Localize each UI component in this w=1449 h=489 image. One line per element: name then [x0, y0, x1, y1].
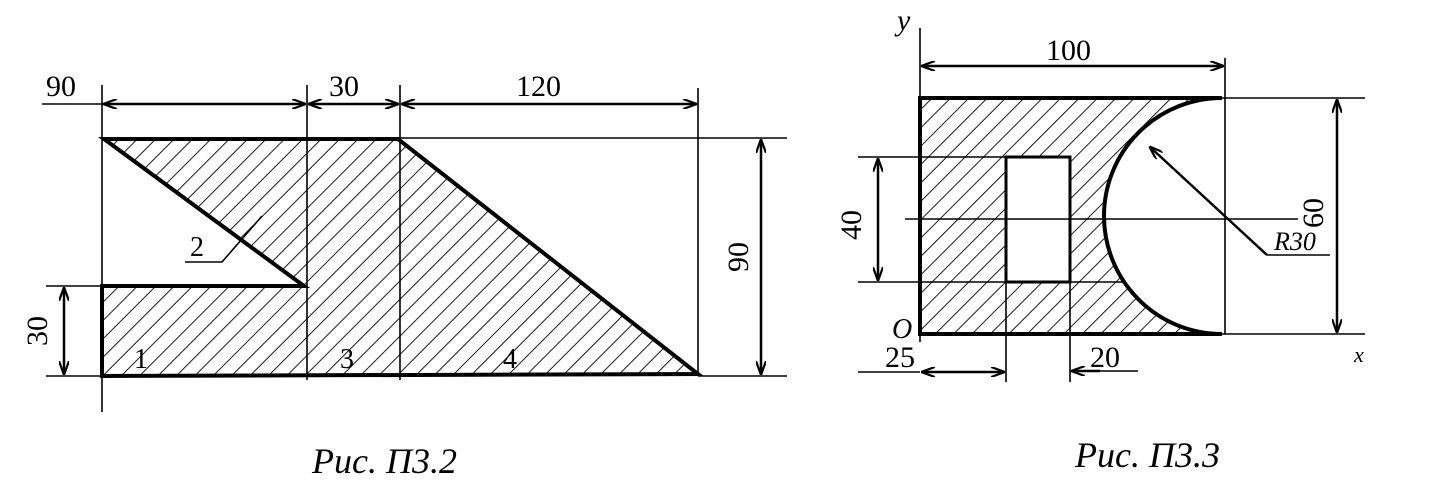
dim-text-120-top: 120 [516, 70, 561, 103]
figure-p3-3: y x O 100 60 40 25 20 R30 Рис. П3.3 [835, 4, 1365, 475]
axis-label-x: x [1353, 342, 1364, 367]
figure-p3-2: 90 30 120 90 30 1 2 3 4 Рис. П3.2 [21, 70, 787, 481]
origin-label: O [892, 314, 912, 345]
part-label-2: 2 [190, 232, 204, 263]
radius-label: R30 [1273, 227, 1316, 256]
dim-text-25: 25 [885, 341, 915, 374]
part-label-1: 1 [134, 344, 148, 375]
dim-text-60: 60 [1297, 198, 1330, 228]
dim-text-90-left: 90 [46, 70, 76, 103]
dim-text-30-left: 30 [21, 316, 54, 346]
axis-label-y: y [894, 4, 911, 37]
part-label-3: 3 [340, 344, 354, 375]
dim-text-20: 20 [1090, 341, 1120, 374]
dim-text-30-top: 30 [329, 70, 359, 103]
radius-leader [1150, 147, 1268, 256]
caption-fig2: Рис. П3.2 [311, 441, 457, 481]
leader-line-part-2 [185, 215, 263, 263]
shape-outline-fig3 [918, 96, 1223, 336]
dim-text-40: 40 [835, 210, 868, 240]
dim-text-100: 100 [1046, 34, 1091, 67]
dim-text-90-right: 90 [722, 242, 755, 272]
caption-fig3: Рис. П3.3 [1074, 435, 1220, 475]
part-label-4: 4 [503, 344, 517, 375]
